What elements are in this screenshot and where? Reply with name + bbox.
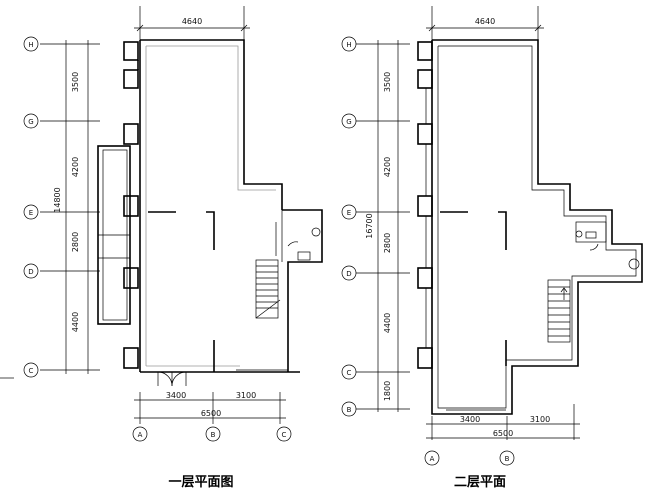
plan1-bottom-seg-1: 3400 bbox=[166, 391, 186, 400]
plan1-top-dim-label: 4640 bbox=[182, 17, 202, 26]
svg-text:D: D bbox=[28, 268, 33, 276]
svg-text:H: H bbox=[28, 41, 33, 49]
plan2-left-seg-5: 1800 bbox=[383, 381, 392, 401]
plan1-top-dimension: 4640 bbox=[134, 6, 250, 40]
plan2-left-dimension: 3500 4200 2800 4400 1800 16700 bbox=[356, 40, 410, 412]
axis-bubble: A bbox=[424, 450, 440, 466]
plan-1: 4640 3500 4200 2800 4400 14800 H G E D C bbox=[0, 6, 323, 490]
plan2-title: 二层平面 bbox=[454, 475, 506, 490]
plan-2: 4640 3500 4200 2800 4400 1800 16700 H G … bbox=[341, 6, 643, 490]
plan2-left-seg-4: 4400 bbox=[383, 313, 392, 333]
svg-text:A: A bbox=[430, 455, 435, 463]
plan2-stairs bbox=[547, 279, 571, 343]
plan2-bottom-dimension: 3400 3100 6500 bbox=[426, 404, 580, 440]
plan2-left-seg-3: 2800 bbox=[383, 233, 392, 253]
axis-bubble: C bbox=[341, 364, 357, 380]
svg-text:E: E bbox=[29, 209, 33, 217]
axis-bubble: B bbox=[499, 450, 515, 466]
axis-bubble: A bbox=[132, 426, 148, 442]
plan2-axis-bubbles-left: H G E D C B bbox=[341, 36, 357, 417]
plan1-bathroom bbox=[287, 227, 321, 261]
svg-text:C: C bbox=[347, 369, 352, 377]
svg-text:B: B bbox=[505, 455, 510, 463]
plan2-pillars bbox=[417, 41, 433, 369]
plan1-left-total: 14800 bbox=[53, 187, 62, 212]
plan1-pillars bbox=[123, 41, 139, 369]
plan2-left-total: 16700 bbox=[365, 213, 374, 238]
plan1-bottom-dimension: 3400 3100 6500 bbox=[134, 391, 286, 424]
svg-text:H: H bbox=[346, 41, 351, 49]
axis-bubble: E bbox=[341, 204, 357, 220]
plan2-left-seg-1: 3500 bbox=[383, 72, 392, 92]
axis-bubble: G bbox=[341, 113, 357, 129]
svg-text:C: C bbox=[282, 431, 287, 439]
plan1-outline bbox=[139, 39, 323, 373]
plan1-interior bbox=[137, 60, 215, 372]
axis-bubble: C bbox=[23, 362, 39, 378]
svg-text:B: B bbox=[211, 431, 216, 439]
plan1-axis-bubbles-left: H G E D C bbox=[0, 36, 39, 379]
plan1-bay-window bbox=[97, 145, 131, 325]
plan2-bottom-seg-2: 3100 bbox=[530, 415, 550, 424]
plan1-left-seg-4: 4400 bbox=[71, 312, 80, 332]
plan1-title: 一层平面图 bbox=[168, 475, 233, 490]
plan2-bottom-total: 6500 bbox=[493, 429, 513, 438]
plan2-bottom-window bbox=[446, 365, 566, 411]
axis-bubble: H bbox=[341, 36, 357, 52]
plan1-axis-bubbles-bottom: A B C bbox=[132, 426, 292, 442]
plan2-left-seg-2: 4200 bbox=[383, 157, 392, 177]
axis-bubble: G bbox=[23, 113, 39, 129]
axis-bubble: C bbox=[276, 426, 292, 442]
svg-text:G: G bbox=[28, 118, 33, 126]
svg-text:D: D bbox=[346, 270, 351, 278]
plan2-axis-bubbles-bottom: A B bbox=[424, 450, 515, 466]
svg-text:E: E bbox=[347, 209, 351, 217]
plan2-interior bbox=[440, 211, 507, 366]
axis-bubble: D bbox=[23, 263, 39, 279]
plan1-bottom-total: 6500 bbox=[201, 409, 221, 418]
plan1-stairs bbox=[255, 259, 281, 319]
svg-text:B: B bbox=[347, 406, 352, 414]
axis-bubble: E bbox=[23, 204, 39, 220]
plan2-outline bbox=[431, 39, 643, 415]
axis-bubble: B bbox=[205, 426, 221, 442]
svg-text:A: A bbox=[138, 431, 143, 439]
axis-bubble: H bbox=[23, 36, 39, 52]
plan1-left-seg-1: 3500 bbox=[71, 72, 80, 92]
plan2-top-dim-label: 4640 bbox=[475, 17, 495, 26]
plan1-left-dimension: 3500 4200 2800 4400 14800 bbox=[40, 40, 100, 374]
plan1-left-seg-2: 4200 bbox=[71, 157, 80, 177]
plan2-bathroom bbox=[575, 221, 640, 270]
plan2-bottom-seg-1: 3400 bbox=[460, 415, 480, 424]
plan1-left-seg-3: 2800 bbox=[71, 232, 80, 252]
plan1-bottom-seg-2: 3100 bbox=[236, 391, 256, 400]
plan1-entry-door bbox=[157, 369, 288, 387]
axis-bubble: D bbox=[341, 265, 357, 281]
svg-text:C: C bbox=[29, 367, 34, 375]
svg-text:G: G bbox=[346, 118, 351, 126]
axis-bubble: B bbox=[341, 401, 357, 417]
plan2-top-dimension: 4640 bbox=[426, 6, 544, 40]
